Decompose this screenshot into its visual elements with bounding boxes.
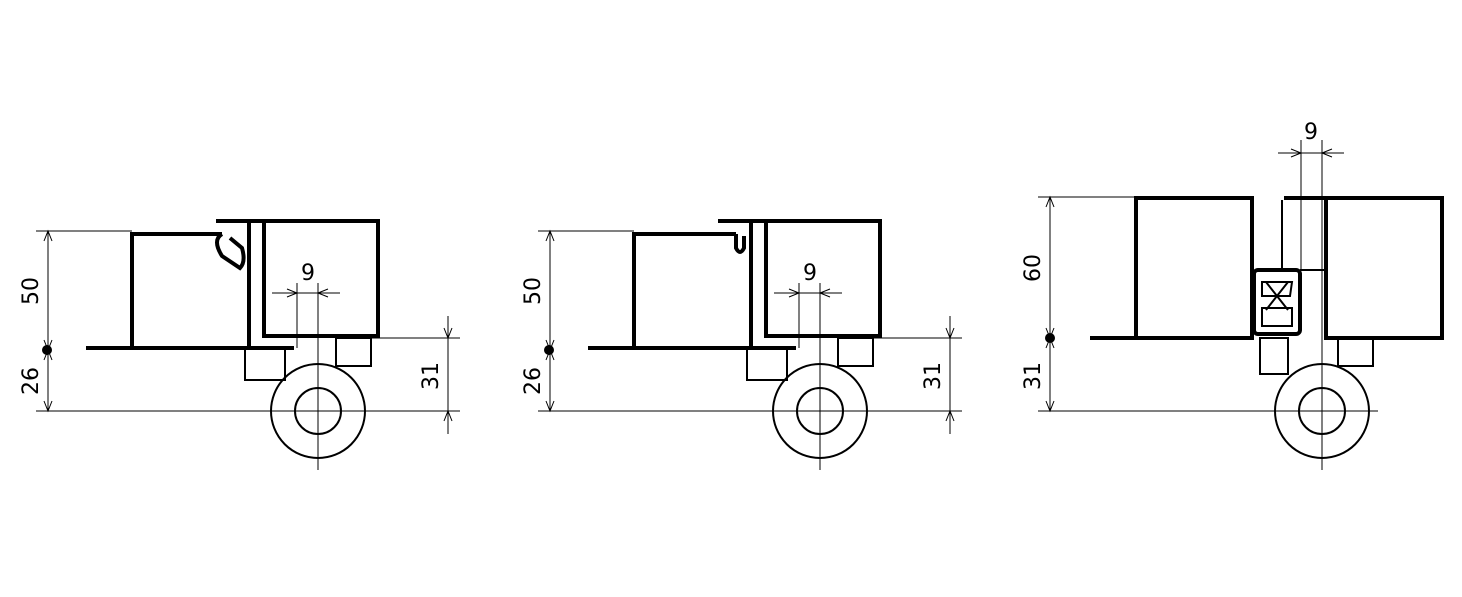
center-lines bbox=[1274, 140, 1378, 470]
dim-lower-label: 26 bbox=[19, 367, 44, 395]
hinge-detail-3: 60 31 9 bbox=[1021, 120, 1444, 470]
gasket-seal bbox=[1252, 200, 1326, 336]
frame-profile bbox=[1090, 196, 1444, 340]
dim-axis-label: 31 bbox=[419, 362, 444, 390]
center-lines bbox=[270, 283, 366, 470]
hinge-body bbox=[244, 337, 372, 381]
dim-height-label: 60 bbox=[1021, 254, 1046, 282]
hinge-detail-1: 50 26 9 31 bbox=[19, 219, 460, 470]
dim-offset-label: 9 bbox=[803, 261, 817, 286]
frame-profile bbox=[588, 219, 882, 350]
dimension-lines bbox=[1038, 148, 1344, 413]
hinge-detail-2: 50 26 9 31 bbox=[521, 219, 962, 470]
dim-lower-label: 26 bbox=[521, 367, 546, 395]
center-lines bbox=[772, 283, 868, 470]
dim-offset-label: 9 bbox=[1304, 120, 1318, 145]
dim-height-label: 50 bbox=[19, 277, 44, 305]
hinge-body bbox=[1259, 337, 1374, 375]
hinge-body bbox=[746, 337, 874, 381]
dim-offset-label: 9 bbox=[301, 261, 315, 286]
frame-profile bbox=[86, 219, 380, 350]
dimension-lines bbox=[538, 229, 962, 434]
dim-height-label: 50 bbox=[521, 277, 546, 305]
dimension-lines bbox=[36, 229, 460, 434]
dim-lower-label: 31 bbox=[1021, 362, 1046, 390]
dim-axis-label: 31 bbox=[921, 362, 946, 390]
